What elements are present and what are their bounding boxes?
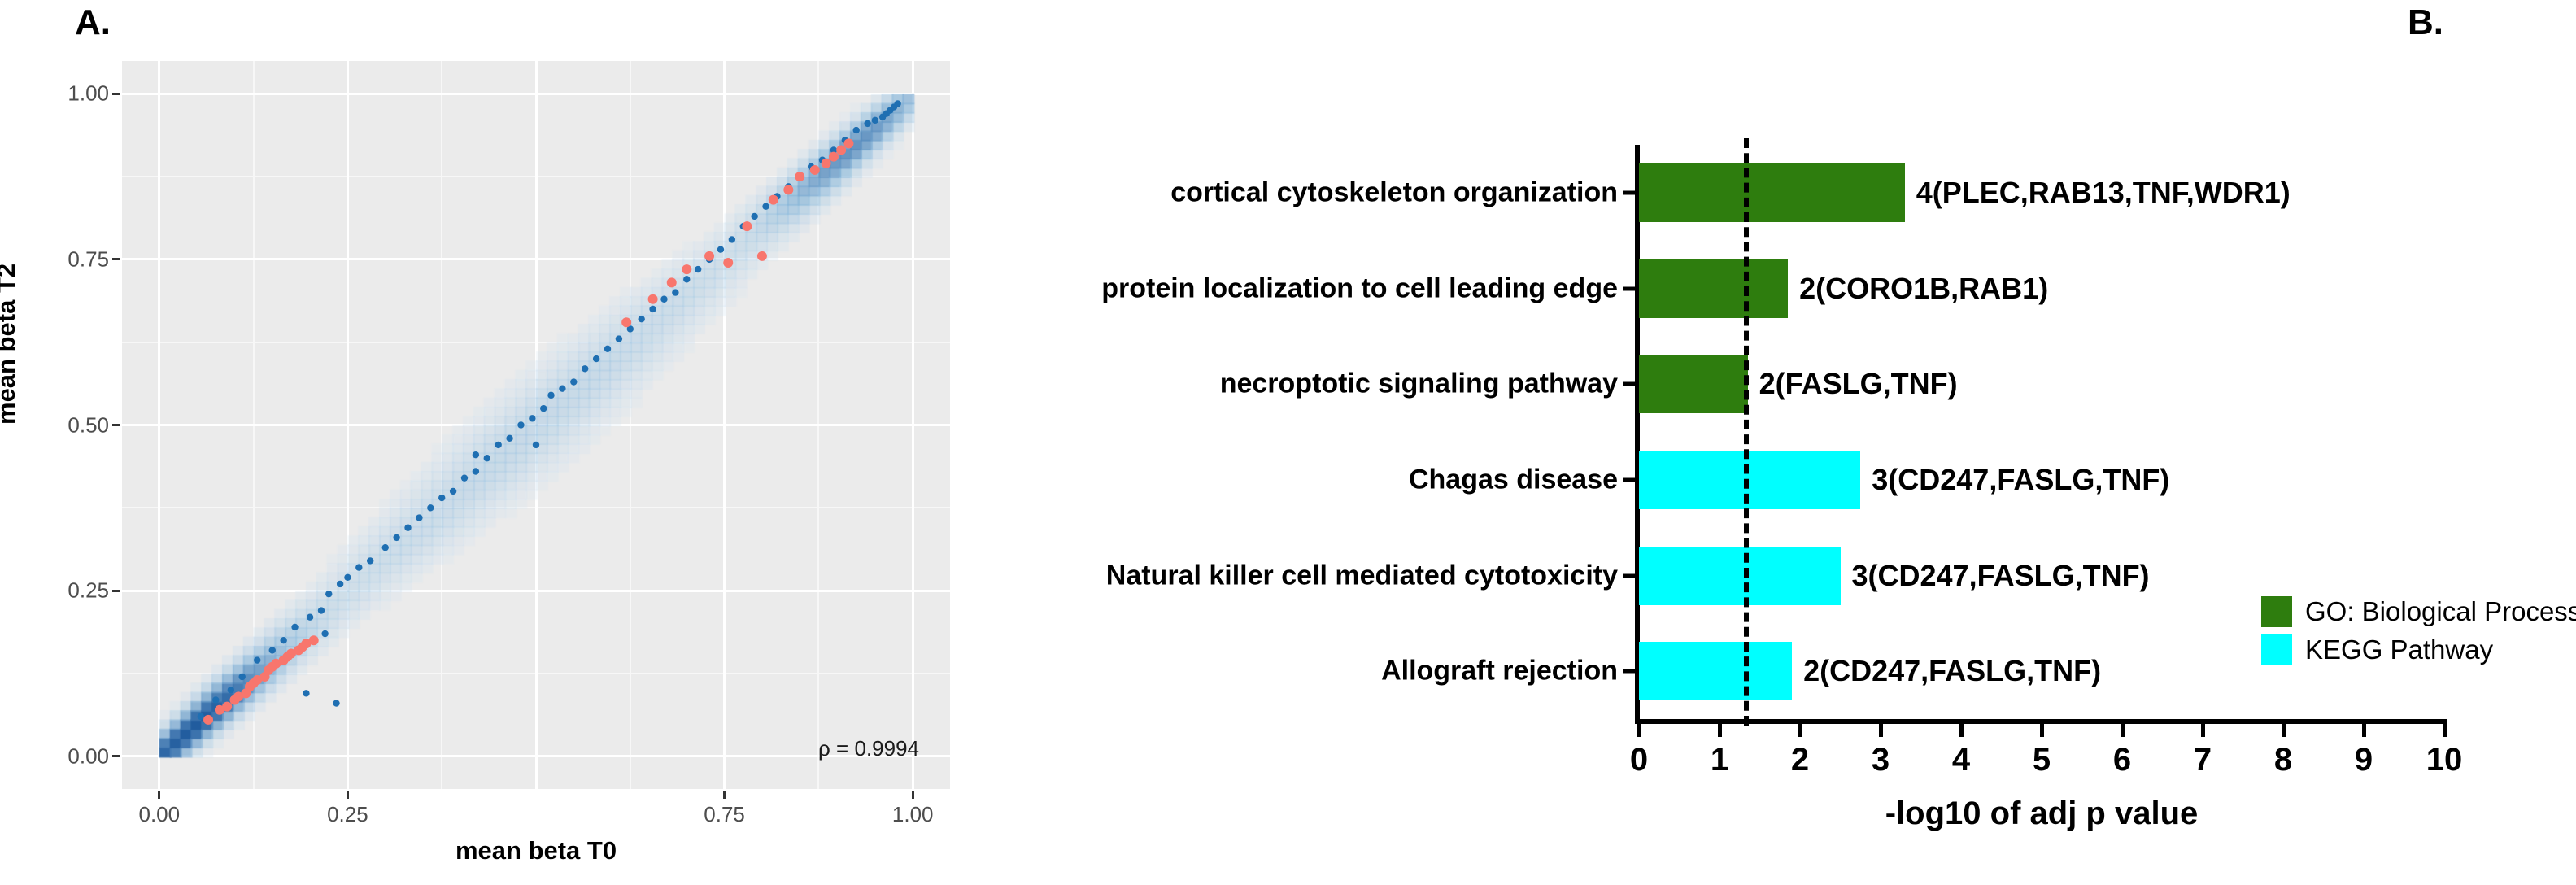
- legend-item-1: GO: Biological Process: [2261, 596, 2576, 627]
- panel-a-label: A.: [75, 2, 111, 42]
- y-axis-title: mean beta T2: [0, 263, 20, 425]
- bar-6: [1639, 642, 1793, 701]
- x-tick-label: 7: [2193, 742, 2212, 778]
- y-tick-label: 0.00: [68, 743, 109, 769]
- legend-swatch: [2261, 596, 2292, 627]
- correlation-annotation: ρ = 0.9994: [818, 736, 919, 761]
- x-axis-title: mean beta T0: [455, 836, 617, 865]
- x-tick-mark: [2442, 719, 2447, 737]
- significance-threshold-line: [1743, 138, 1749, 726]
- bar-gene-label: 2(CD247,FASLG,TNF): [1803, 654, 2102, 688]
- y-tick-mark: [112, 258, 120, 261]
- x-tick-label: 2: [1790, 742, 1810, 778]
- scatter-plot-area: ρ = 0.9994: [122, 61, 950, 789]
- category-label: Chagas disease: [1408, 464, 1618, 495]
- category-tick-mark: [1623, 381, 1636, 386]
- x-tick-label: 4: [1951, 742, 1971, 778]
- x-tick-mark: [723, 791, 726, 799]
- x-tick-label: 0: [1629, 742, 1649, 778]
- y-tick-label: 0.50: [68, 412, 109, 437]
- y-tick-mark: [112, 755, 120, 758]
- scatter-points-red: [203, 138, 854, 725]
- y-axis-line: [1635, 145, 1640, 719]
- scatter-points: [197, 100, 901, 725]
- bar-1: [1639, 163, 1905, 222]
- bar-5: [1639, 546, 1841, 605]
- x-tick-label: 6: [2112, 742, 2132, 778]
- x-tick-label: 0.00: [138, 802, 181, 826]
- x-tick-label: 9: [2354, 742, 2373, 778]
- bar-gene-label: 3(CD247,FASLG,TNF): [1851, 558, 2150, 592]
- x-tick-mark: [911, 791, 914, 799]
- y-tick-label: 1.00: [68, 81, 109, 106]
- category-tick-mark: [1623, 286, 1636, 290]
- x-tick-mark: [1637, 719, 1641, 737]
- legend-swatch: [2261, 634, 2292, 665]
- panel-a-scatter: A. ρ = 0.9994 mean beta T2 mean beta T0 …: [0, 0, 1033, 885]
- y-tick-mark: [112, 424, 120, 426]
- x-tick-mark: [1959, 719, 1964, 737]
- bar-gene-label: 4(PLEC,RAB13,TNF,WDR1): [1916, 175, 2291, 209]
- x-tick-mark: [2200, 719, 2205, 737]
- bar-chart-plot-area: cortical cytoskeleton organization 4(PLEC…: [1101, 138, 2462, 831]
- panel-b-label: B.: [2408, 2, 2443, 42]
- x-tick-label: 5: [2032, 742, 2051, 778]
- y-tick-mark: [112, 589, 120, 592]
- legend-item-2: KEGG Pathway: [2261, 634, 2576, 665]
- bar-gene-label: 2(CORO1B,RAB1): [1799, 271, 2049, 305]
- category-label: Natural killer cell mediated cytotoxicit…: [1105, 560, 1618, 591]
- x-tick-label: 1.00: [891, 802, 934, 826]
- category-label: protein localization to cell leading edg…: [1101, 272, 1618, 303]
- x-tick-mark: [1878, 719, 1883, 737]
- x-tick-label: 0.25: [327, 802, 368, 826]
- category-label: necroptotic signaling pathway: [1219, 368, 1618, 399]
- x-tick-label: 10: [2426, 742, 2463, 778]
- bar-4: [1639, 450, 1861, 509]
- x-tick-mark: [1798, 719, 1802, 737]
- bar-gene-label: 2(FASLG,TNF): [1759, 367, 1958, 401]
- legend-label: GO: Biological Process: [2305, 596, 2576, 626]
- x-tick-mark: [1717, 719, 1722, 737]
- x-tick-label: 8: [2273, 742, 2293, 778]
- x-tick-mark: [2039, 719, 2044, 737]
- category-label: Allograft rejection: [1381, 655, 1618, 687]
- scatter-points-blue: [197, 100, 901, 721]
- bar-2: [1639, 259, 1789, 318]
- density-raster: [122, 61, 950, 789]
- category-tick-mark: [1623, 573, 1636, 578]
- category-tick-mark: [1623, 190, 1636, 195]
- x-tick-label: 1: [1710, 742, 1729, 778]
- x-tick-mark: [346, 791, 349, 799]
- bar-gene-label: 3(CD247,FASLG,TNF): [1872, 462, 2170, 496]
- x-tick-mark: [2281, 719, 2286, 737]
- panel-b-enrichment-bars: B. cortical cytoskeleton organization 4(P…: [1033, 0, 2576, 885]
- y-tick-label: 0.75: [68, 246, 109, 272]
- bar-3: [1639, 355, 1748, 414]
- y-tick-label: 0.25: [68, 578, 109, 603]
- bar-x-axis-title: -log10 of adj p value: [1885, 796, 2199, 831]
- x-tick-label: 3: [1871, 742, 1890, 778]
- x-tick-mark: [2361, 719, 2366, 737]
- y-tick-mark: [112, 92, 120, 95]
- x-tick-mark: [2120, 719, 2125, 737]
- category-tick-mark: [1623, 669, 1636, 674]
- x-tick-mark: [158, 791, 161, 799]
- legend-label: KEGG Pathway: [2305, 634, 2494, 665]
- category-tick-mark: [1623, 477, 1636, 482]
- category-label: cortical cytoskeleton organization: [1170, 177, 1618, 208]
- x-tick-label: 0.75: [704, 802, 745, 826]
